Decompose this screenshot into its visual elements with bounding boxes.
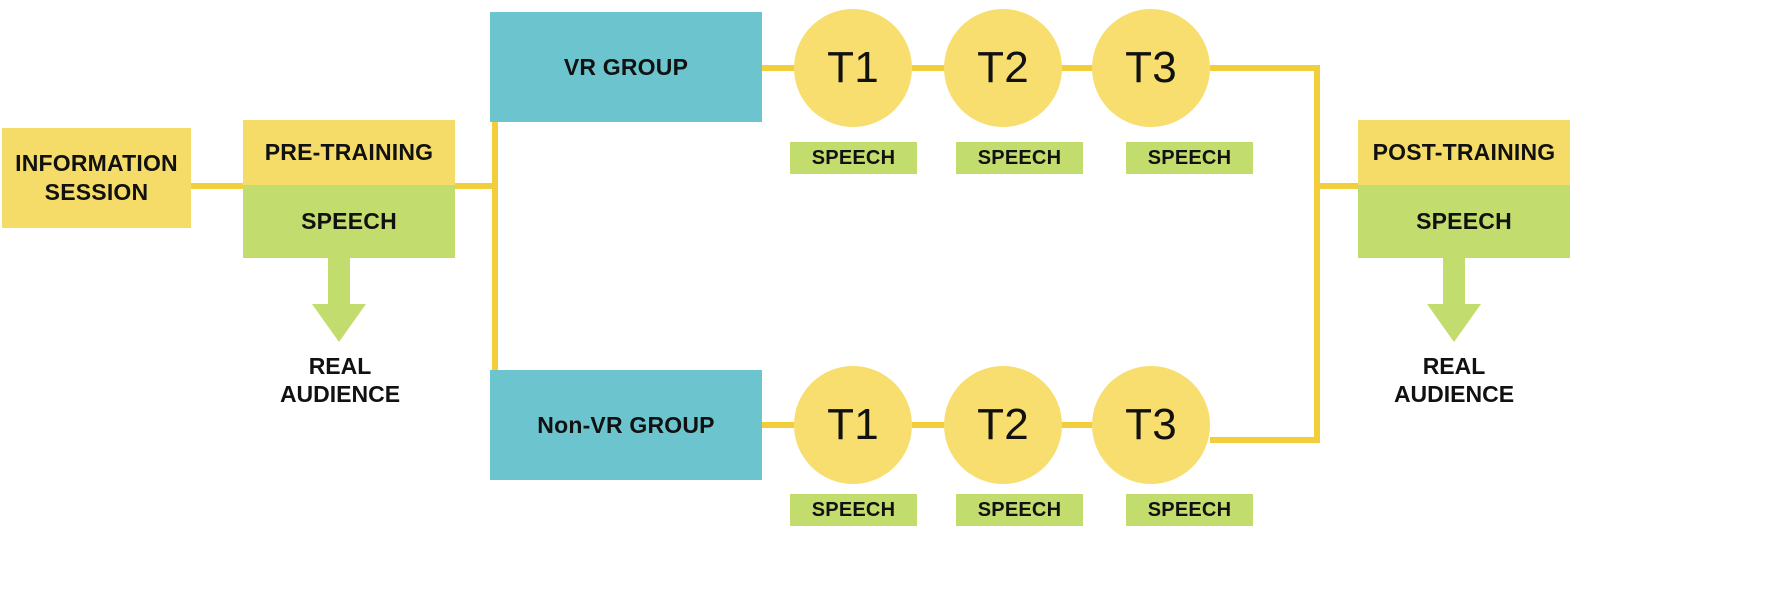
nonvr-t2-circle[interactable]: T2 bbox=[944, 366, 1062, 484]
nonvr-t1-speech-chip[interactable]: SPEECH bbox=[790, 494, 917, 526]
arrow-shaft bbox=[1443, 258, 1465, 306]
nonvr-t2-label: T2 bbox=[977, 400, 1029, 449]
connector-merge-to-posttraining bbox=[1314, 183, 1364, 189]
connector-merge-spine bbox=[1314, 65, 1320, 443]
pre-training-to-real-audience-arrow bbox=[309, 258, 369, 342]
connector-vr-t1-to-t2 bbox=[912, 65, 952, 71]
vr-t3-circle[interactable]: T3 bbox=[1092, 9, 1210, 127]
vr-t2-circle[interactable]: T2 bbox=[944, 9, 1062, 127]
real-audience-left: REAL AUDIENCE bbox=[240, 352, 440, 408]
vr-t2-speech-label: SPEECH bbox=[977, 146, 1062, 169]
nonvr-t3-speech-label: SPEECH bbox=[1147, 498, 1232, 521]
post-training-to-real-audience-arrow bbox=[1424, 258, 1484, 342]
connector-nonvr-group-to-t1 bbox=[760, 422, 804, 428]
connector-vr-group-to-t1 bbox=[760, 65, 804, 71]
connector-pretraining-right-stub bbox=[453, 183, 498, 189]
vr-t1-speech-chip[interactable]: SPEECH bbox=[790, 142, 917, 174]
nonvr-t1-label: T1 bbox=[827, 400, 879, 449]
arrow-head bbox=[312, 304, 366, 342]
connector-vr-t2-to-t3 bbox=[1060, 65, 1100, 71]
nonvr-t1-circle[interactable]: T1 bbox=[794, 366, 912, 484]
vr-t3-speech-label: SPEECH bbox=[1147, 146, 1232, 169]
vr-t2-label: T2 bbox=[977, 43, 1029, 92]
vr-t3-label: T3 bbox=[1125, 43, 1177, 92]
non-vr-group-label: Non-VR GROUP bbox=[537, 411, 715, 438]
pre-training-label: PRE-TRAINING bbox=[264, 139, 434, 165]
vr-t3-speech-chip[interactable]: SPEECH bbox=[1126, 142, 1253, 174]
real-audience-right-line1: REAL bbox=[1422, 353, 1486, 379]
post-training-box[interactable]: POST-TRAINING bbox=[1358, 120, 1570, 185]
vr-t1-circle[interactable]: T1 bbox=[794, 9, 912, 127]
post-training-speech-box[interactable]: SPEECH bbox=[1358, 185, 1570, 258]
real-audience-right: REAL AUDIENCE bbox=[1354, 352, 1554, 408]
vr-t2-speech-chip[interactable]: SPEECH bbox=[956, 142, 1083, 174]
pre-training-box[interactable]: PRE-TRAINING bbox=[243, 120, 455, 185]
nonvr-t3-label: T3 bbox=[1125, 400, 1177, 449]
arrow-shaft bbox=[328, 258, 350, 306]
information-session-box[interactable]: INFORMATION SESSION bbox=[2, 128, 191, 228]
real-audience-left-line2: AUDIENCE bbox=[279, 381, 401, 408]
arrow-head bbox=[1427, 304, 1481, 342]
connector-nonvr-t1-to-t2 bbox=[912, 422, 952, 428]
post-training-label: POST-TRAINING bbox=[1372, 139, 1556, 165]
vr-group-box[interactable]: VR GROUP bbox=[490, 12, 762, 122]
connector-vr-t3-to-merge bbox=[1210, 65, 1320, 71]
connector-info-to-pretraining bbox=[190, 183, 245, 189]
real-audience-right-line2: AUDIENCE bbox=[1393, 381, 1515, 408]
information-session-label-line2: SESSION bbox=[44, 179, 149, 205]
nonvr-t2-speech-label: SPEECH bbox=[977, 498, 1062, 521]
pre-training-speech-label: SPEECH bbox=[301, 208, 397, 234]
non-vr-group-box[interactable]: Non-VR GROUP bbox=[490, 370, 762, 480]
connector-split-spine bbox=[492, 60, 498, 425]
vr-t1-label: T1 bbox=[827, 43, 879, 92]
information-session-label-line1: INFORMATION bbox=[15, 149, 178, 176]
connector-nonvr-t2-to-t3 bbox=[1060, 422, 1100, 428]
nonvr-t1-speech-label: SPEECH bbox=[811, 498, 896, 521]
vr-group-label: VR GROUP bbox=[563, 53, 689, 80]
vr-t1-speech-label: SPEECH bbox=[811, 146, 896, 169]
nonvr-t2-speech-chip[interactable]: SPEECH bbox=[956, 494, 1083, 526]
real-audience-left-line1: REAL bbox=[308, 353, 372, 379]
pre-training-speech-box[interactable]: SPEECH bbox=[243, 185, 455, 258]
nonvr-t3-circle[interactable]: T3 bbox=[1092, 366, 1210, 484]
connector-nonvr-t3-to-merge bbox=[1210, 437, 1320, 443]
nonvr-t3-speech-chip[interactable]: SPEECH bbox=[1126, 494, 1253, 526]
post-training-speech-label: SPEECH bbox=[1416, 208, 1512, 234]
